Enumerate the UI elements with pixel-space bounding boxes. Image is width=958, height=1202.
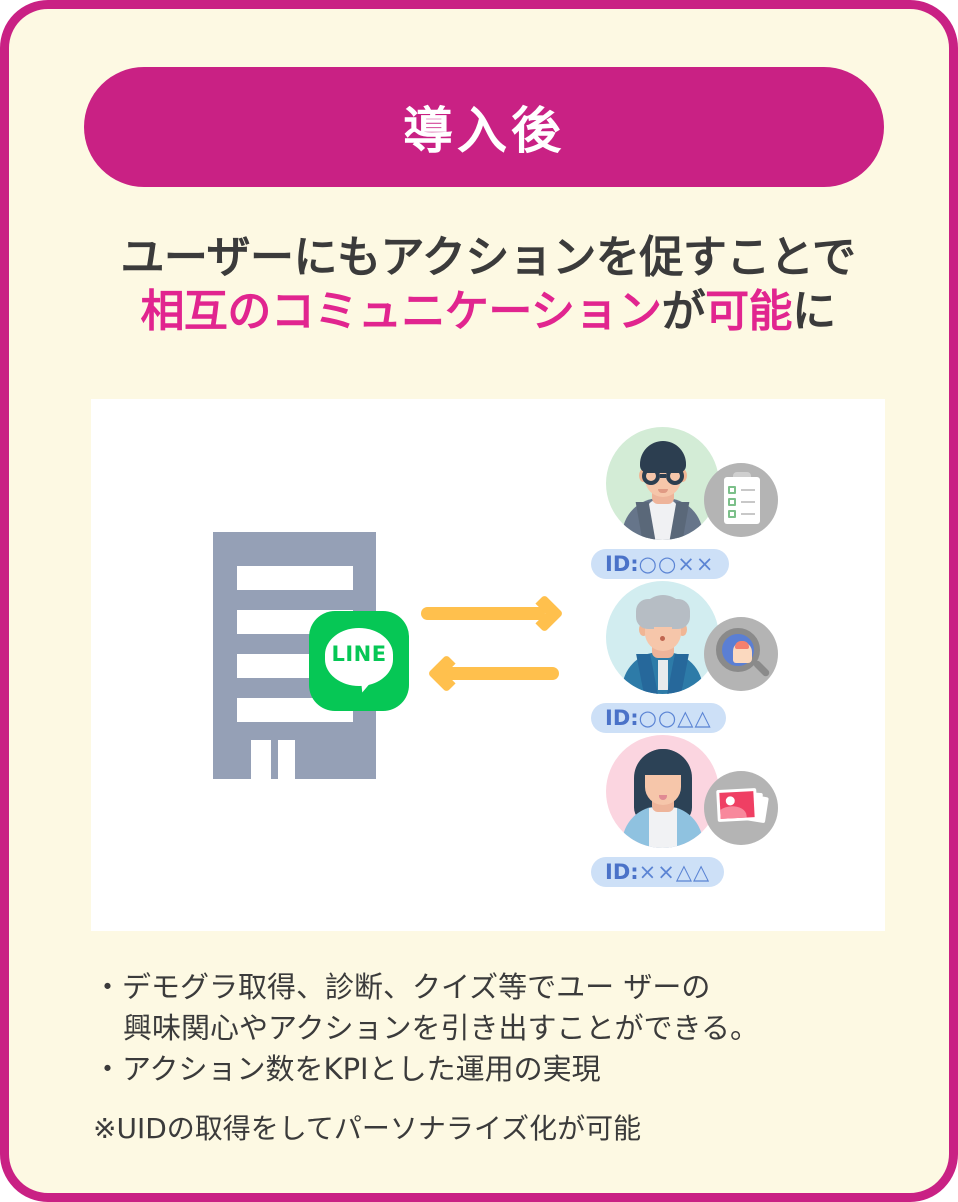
user-id-prefix: ID: bbox=[605, 706, 639, 730]
checkbox-icon bbox=[728, 498, 736, 506]
avatar-shirt bbox=[649, 808, 677, 848]
benefit-item: ・デモグラ取得、診断、クイズ等でユー ザーの bbox=[93, 970, 711, 1004]
illustration-panel: LINE bbox=[91, 399, 885, 931]
avatar-hair-side-left bbox=[636, 599, 654, 629]
clipboard-checklist-icon bbox=[704, 463, 778, 537]
benefit-item-continuation: 興味関心やアクションを引き出すことができる。 bbox=[123, 1011, 759, 1046]
checklist-line bbox=[741, 513, 755, 515]
photo-hill bbox=[719, 805, 748, 819]
photo-sun bbox=[725, 796, 736, 806]
glasses-bridge bbox=[660, 474, 666, 478]
photo-stack-icon bbox=[704, 771, 778, 845]
avatar-mouth bbox=[658, 489, 668, 493]
avatar-mouth bbox=[659, 795, 667, 800]
user-id-badge: ID: ○○△△ bbox=[591, 703, 726, 733]
building-door-split bbox=[271, 740, 278, 779]
heading-line-2-part-2: が bbox=[661, 285, 706, 337]
section-header-pill: 導入後 bbox=[84, 67, 884, 187]
user-entry: ID: ○○△△ bbox=[591, 581, 821, 741]
photo-thumbnail bbox=[719, 791, 755, 819]
magnifier-lens bbox=[716, 628, 760, 672]
brain-icon bbox=[735, 641, 749, 649]
heading-line-1-text: ユーザーにもアクションを促すことで bbox=[120, 232, 856, 283]
avatar-nose bbox=[660, 636, 665, 641]
senior-man-avatar bbox=[606, 581, 719, 694]
arrow-left-shaft bbox=[435, 667, 559, 680]
checklist-line bbox=[741, 501, 755, 503]
avatar-tie bbox=[658, 660, 668, 690]
woman-avatar bbox=[606, 735, 719, 848]
user-id-badge: ID: ○○×× bbox=[591, 549, 729, 579]
checkbox-icon bbox=[728, 486, 736, 494]
user-id-prefix: ID: bbox=[605, 860, 639, 884]
magnifier-brain-icon bbox=[704, 617, 778, 691]
man-with-glasses-avatar bbox=[606, 427, 719, 540]
user-id-code: ○○△△ bbox=[638, 706, 712, 730]
checklist-line bbox=[741, 489, 755, 491]
user-id-code: ○○×× bbox=[638, 552, 715, 576]
checkbox-icon bbox=[728, 510, 736, 518]
heading-line-1: ユーザーにもアクションを促すことで bbox=[9, 231, 949, 285]
user-id-prefix: ID: bbox=[605, 552, 639, 576]
benefit-item: ・アクション数をKPIとした運用の実現 bbox=[93, 1052, 601, 1087]
line-speech-bubble bbox=[325, 628, 393, 686]
heading-line-2-part-3: 可能 bbox=[705, 285, 793, 337]
line-logo-text: LINE bbox=[331, 642, 387, 666]
heading-line-2-part-1: 相互のコミュニケーション bbox=[140, 285, 662, 337]
user-entry: ID: ○○×× bbox=[591, 427, 821, 587]
benefit-list: ・デモグラ取得、診断、クイズ等でユー ザーの 興味関心やアクションを引き出すこと… bbox=[93, 967, 893, 1091]
user-id-badge: ID: ××△△ bbox=[591, 857, 725, 887]
arrow-right-shaft bbox=[421, 607, 545, 620]
heading-line-2: 相互のコミュニケーションが可能に bbox=[9, 285, 949, 339]
user-id-code: ××△△ bbox=[638, 860, 711, 884]
avatar-ear-right bbox=[678, 623, 687, 636]
avatar-ear-left bbox=[639, 623, 648, 636]
line-bubble-tail bbox=[354, 671, 377, 695]
footnote: ※UIDの取得をしてパーソナライズ化が可能 bbox=[93, 1112, 642, 1145]
section-header-label: 導入後 bbox=[403, 102, 565, 160]
line-app-icon: LINE bbox=[309, 611, 409, 711]
page-title: ユーザーにもアクションを促すことで 相互のコミュニケーションが可能に bbox=[9, 231, 949, 339]
glasses-icon bbox=[642, 467, 660, 485]
avatar-hair-side-right bbox=[672, 599, 690, 629]
user-entry: ID: ××△△ bbox=[591, 735, 821, 895]
heading-line-2-part-4: に bbox=[792, 285, 836, 337]
bidirectional-arrows bbox=[421, 589, 571, 699]
glasses-icon bbox=[666, 467, 684, 485]
arrow-left-icon bbox=[427, 654, 466, 693]
building-window bbox=[237, 566, 353, 590]
arrow-right-icon bbox=[525, 594, 564, 633]
photo-card-front bbox=[716, 787, 758, 823]
